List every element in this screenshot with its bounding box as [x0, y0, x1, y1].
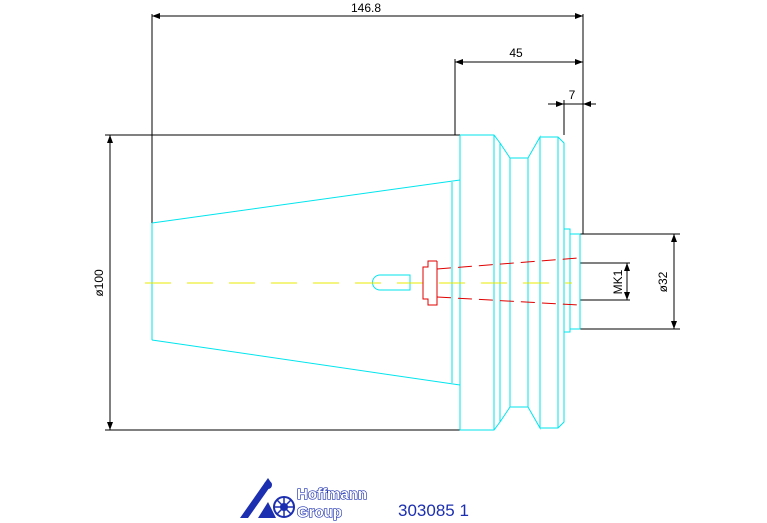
dim-taper: MK1 — [611, 269, 625, 294]
hoffmann-group-logo: Hoffmann Group — [240, 478, 368, 522]
logo-emblem-icon — [240, 478, 295, 518]
logo-line-2: Group — [297, 504, 342, 521]
part-number: 303085 1 — [398, 501, 469, 520]
dim-overall-length: 146.8 — [351, 1, 381, 15]
dimension-arrows — [107, 13, 677, 430]
dim-flange-length: 45 — [509, 46, 523, 60]
logo-line-1: Hoffmann — [297, 486, 367, 503]
dim-shank-step: 7 — [569, 88, 576, 102]
dim-flange-diameter: ø100 — [92, 269, 106, 297]
hidden-lines — [422, 257, 579, 306]
dimension-lines — [105, 14, 680, 431]
dim-shank-diameter: ø32 — [656, 271, 670, 292]
